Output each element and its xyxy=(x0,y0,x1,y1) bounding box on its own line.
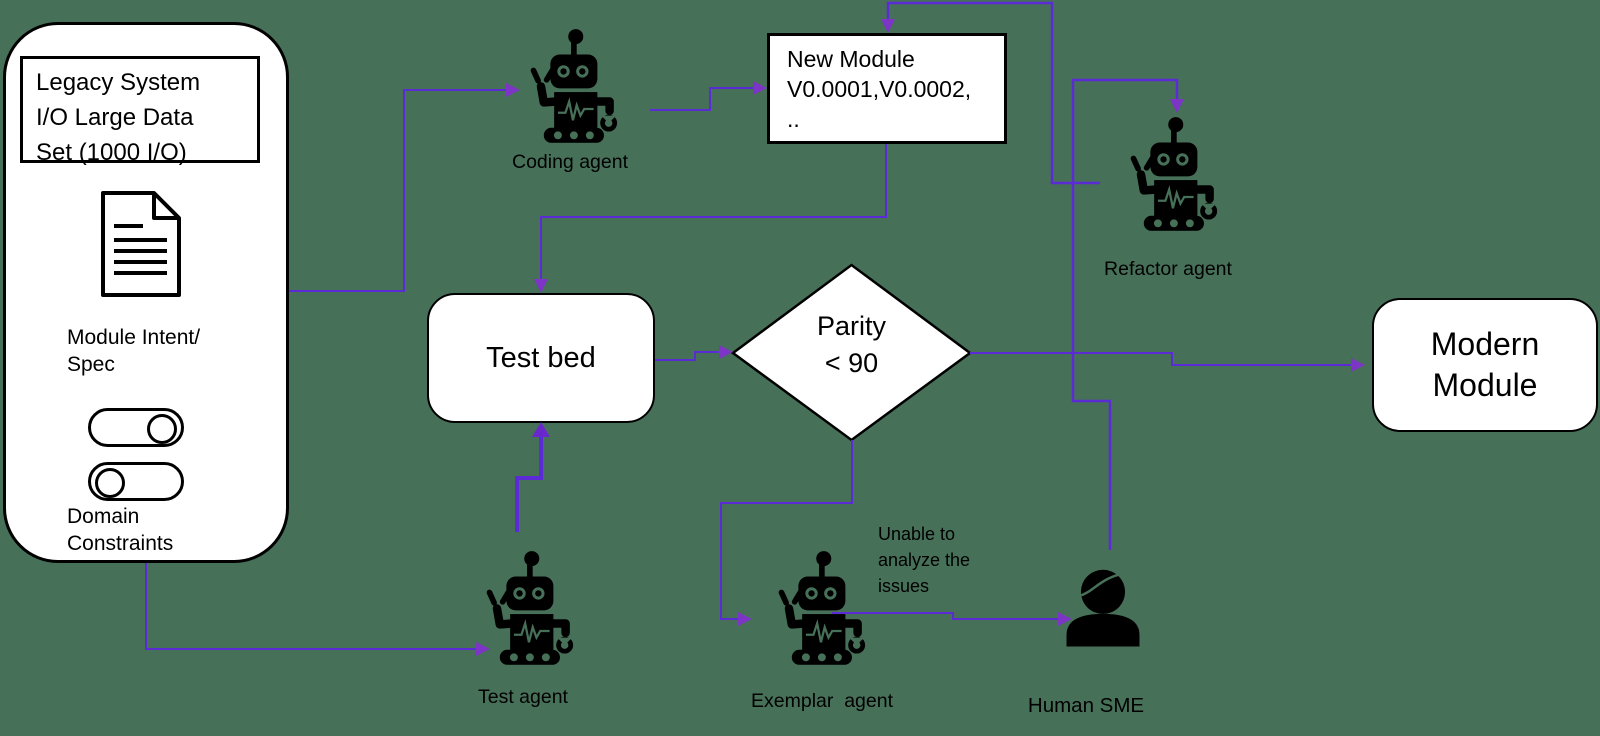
toggle-knob xyxy=(147,413,177,444)
toggle-off xyxy=(88,462,184,501)
document-icon xyxy=(98,188,184,300)
human-sme-label: Human SME xyxy=(1027,694,1145,717)
robot-icon xyxy=(773,550,867,665)
person-icon xyxy=(1055,556,1151,668)
test-agent-label: Test agent xyxy=(478,686,568,708)
module-intent-label: Module Intent/ Spec xyxy=(67,326,201,376)
toggle-on xyxy=(88,408,184,447)
modern-module-label: Modern Module xyxy=(1430,326,1540,403)
edge-test-agent-to-test-bed xyxy=(515,422,550,532)
test-bed-box: Test bed xyxy=(427,293,655,423)
domain-constraints-label: Domain Constraints xyxy=(67,505,174,555)
edge-legacy-to-coding-agent xyxy=(289,83,520,292)
parity-decision-label: Parity < 90 xyxy=(816,311,887,378)
modern-module-box: Modern Module xyxy=(1372,298,1598,432)
edge-coding-agent-to-new-module xyxy=(650,81,767,111)
test-bed-label: Test bed xyxy=(486,341,596,374)
unable-to-analyze-note: Unable to analyze the issues xyxy=(878,524,971,596)
robot-icon xyxy=(481,550,575,665)
edge-legacy-to-test-agent xyxy=(145,563,490,656)
robot-icon xyxy=(525,28,619,143)
edge-test-bed-to-parity xyxy=(655,345,733,361)
coding-agent-label: Coding agent xyxy=(511,151,628,173)
toggle-knob xyxy=(95,467,125,498)
new-module-box: New Module V0.0001,V0.0002, .. xyxy=(767,33,1007,144)
refactor-agent-label: Refactor agent xyxy=(1104,258,1232,280)
legacy-data-label: Legacy System I/O Large Data Set (1000 I… xyxy=(36,69,201,166)
new-module-label: New Module V0.0001,V0.0002, .. xyxy=(787,46,972,132)
edge-exemplar-agent-to-human-sme xyxy=(832,612,1072,626)
exemplar-agent-label: Exemplar agent xyxy=(751,690,893,712)
robot-icon xyxy=(1125,116,1219,231)
legacy-data-box: Legacy System I/O Large Data Set (1000 I… xyxy=(20,56,260,166)
edge-parity-to-modern-module xyxy=(970,352,1365,372)
